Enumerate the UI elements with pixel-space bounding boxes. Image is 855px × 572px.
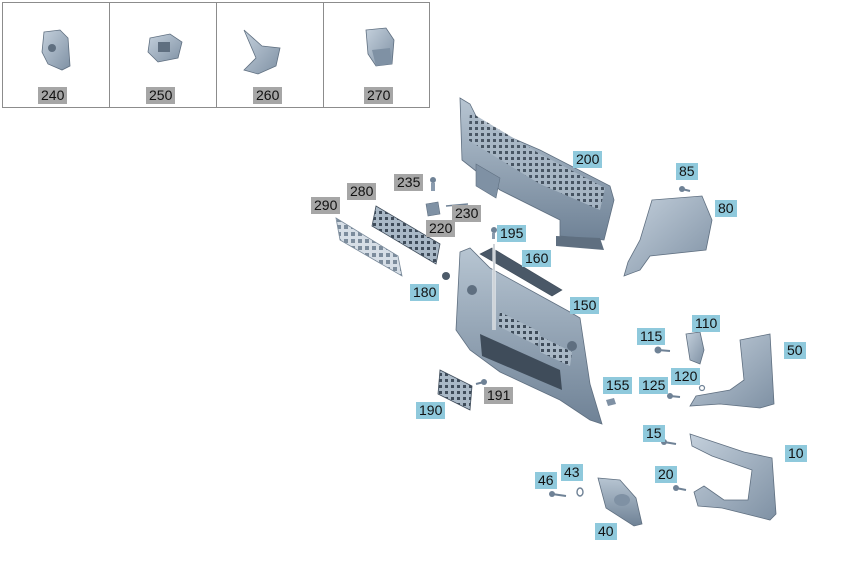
callout-195[interactable]: 195 (497, 225, 527, 242)
inset-divider (109, 2, 110, 108)
part-200-grille (459, 97, 615, 250)
callout-40[interactable]: 40 (595, 523, 617, 540)
callout-290[interactable]: 290 (311, 197, 341, 214)
callout-250[interactable]: 250 (146, 87, 176, 104)
inset-divider (323, 2, 324, 108)
callout-191[interactable]: 191 (484, 387, 514, 404)
callout-260[interactable]: 260 (253, 87, 283, 104)
part-270-clip (365, 27, 395, 67)
callout-160[interactable]: 160 (522, 250, 552, 267)
part-40-cover (597, 477, 643, 527)
callout-80[interactable]: 80 (715, 200, 737, 217)
callout-235[interactable]: 235 (394, 174, 424, 191)
callout-190[interactable]: 190 (416, 402, 446, 419)
part-80-cover (623, 195, 713, 277)
callout-200[interactable]: 200 (573, 151, 603, 168)
part-125-screw (667, 393, 681, 399)
callout-43[interactable]: 43 (561, 464, 583, 481)
part-155-clip (606, 398, 616, 406)
callout-150[interactable]: 150 (570, 297, 600, 314)
part-85-screw (679, 186, 691, 192)
part-10-frame (689, 433, 777, 521)
callout-220[interactable]: 220 (426, 220, 456, 237)
part-290-mesh (335, 217, 403, 277)
part-260-bracket (243, 29, 281, 75)
part-250-clip (147, 33, 183, 63)
callout-240[interactable]: 240 (38, 87, 68, 104)
part-43-washer (576, 487, 584, 497)
callout-270[interactable]: 270 (364, 87, 394, 104)
part-280-grille (371, 205, 441, 265)
part-235-clip (430, 177, 436, 191)
callout-85[interactable]: 85 (676, 163, 698, 180)
part-120-clip (698, 384, 706, 392)
part-195-screw (491, 227, 497, 239)
part-240-clip (41, 29, 71, 71)
callout-155[interactable]: 155 (603, 377, 633, 394)
part-20-screw (673, 485, 687, 491)
part-50-corner (689, 333, 775, 409)
part-110-bracket (685, 331, 705, 365)
callout-20[interactable]: 20 (655, 466, 677, 483)
callout-180[interactable]: 180 (410, 284, 440, 301)
callout-15[interactable]: 15 (643, 425, 665, 442)
part-46-screw (549, 491, 567, 497)
callout-50[interactable]: 50 (784, 342, 806, 359)
part-180-clip (442, 272, 450, 280)
callout-230[interactable]: 230 (452, 205, 482, 222)
part-115-screw (654, 346, 671, 354)
part-220-clip (425, 201, 441, 217)
callout-125[interactable]: 125 (639, 377, 669, 394)
callout-120[interactable]: 120 (671, 368, 701, 385)
callout-110[interactable]: 110 (692, 315, 721, 332)
callout-10[interactable]: 10 (785, 445, 807, 462)
part-191-screw (475, 379, 487, 385)
callout-115[interactable]: 115 (637, 328, 666, 345)
part-190-grille (437, 369, 473, 411)
part-160-strip (479, 247, 563, 297)
callout-280[interactable]: 280 (347, 183, 377, 200)
inset-divider (216, 2, 217, 108)
part-150-bumper (455, 244, 603, 425)
callout-46[interactable]: 46 (535, 472, 557, 489)
